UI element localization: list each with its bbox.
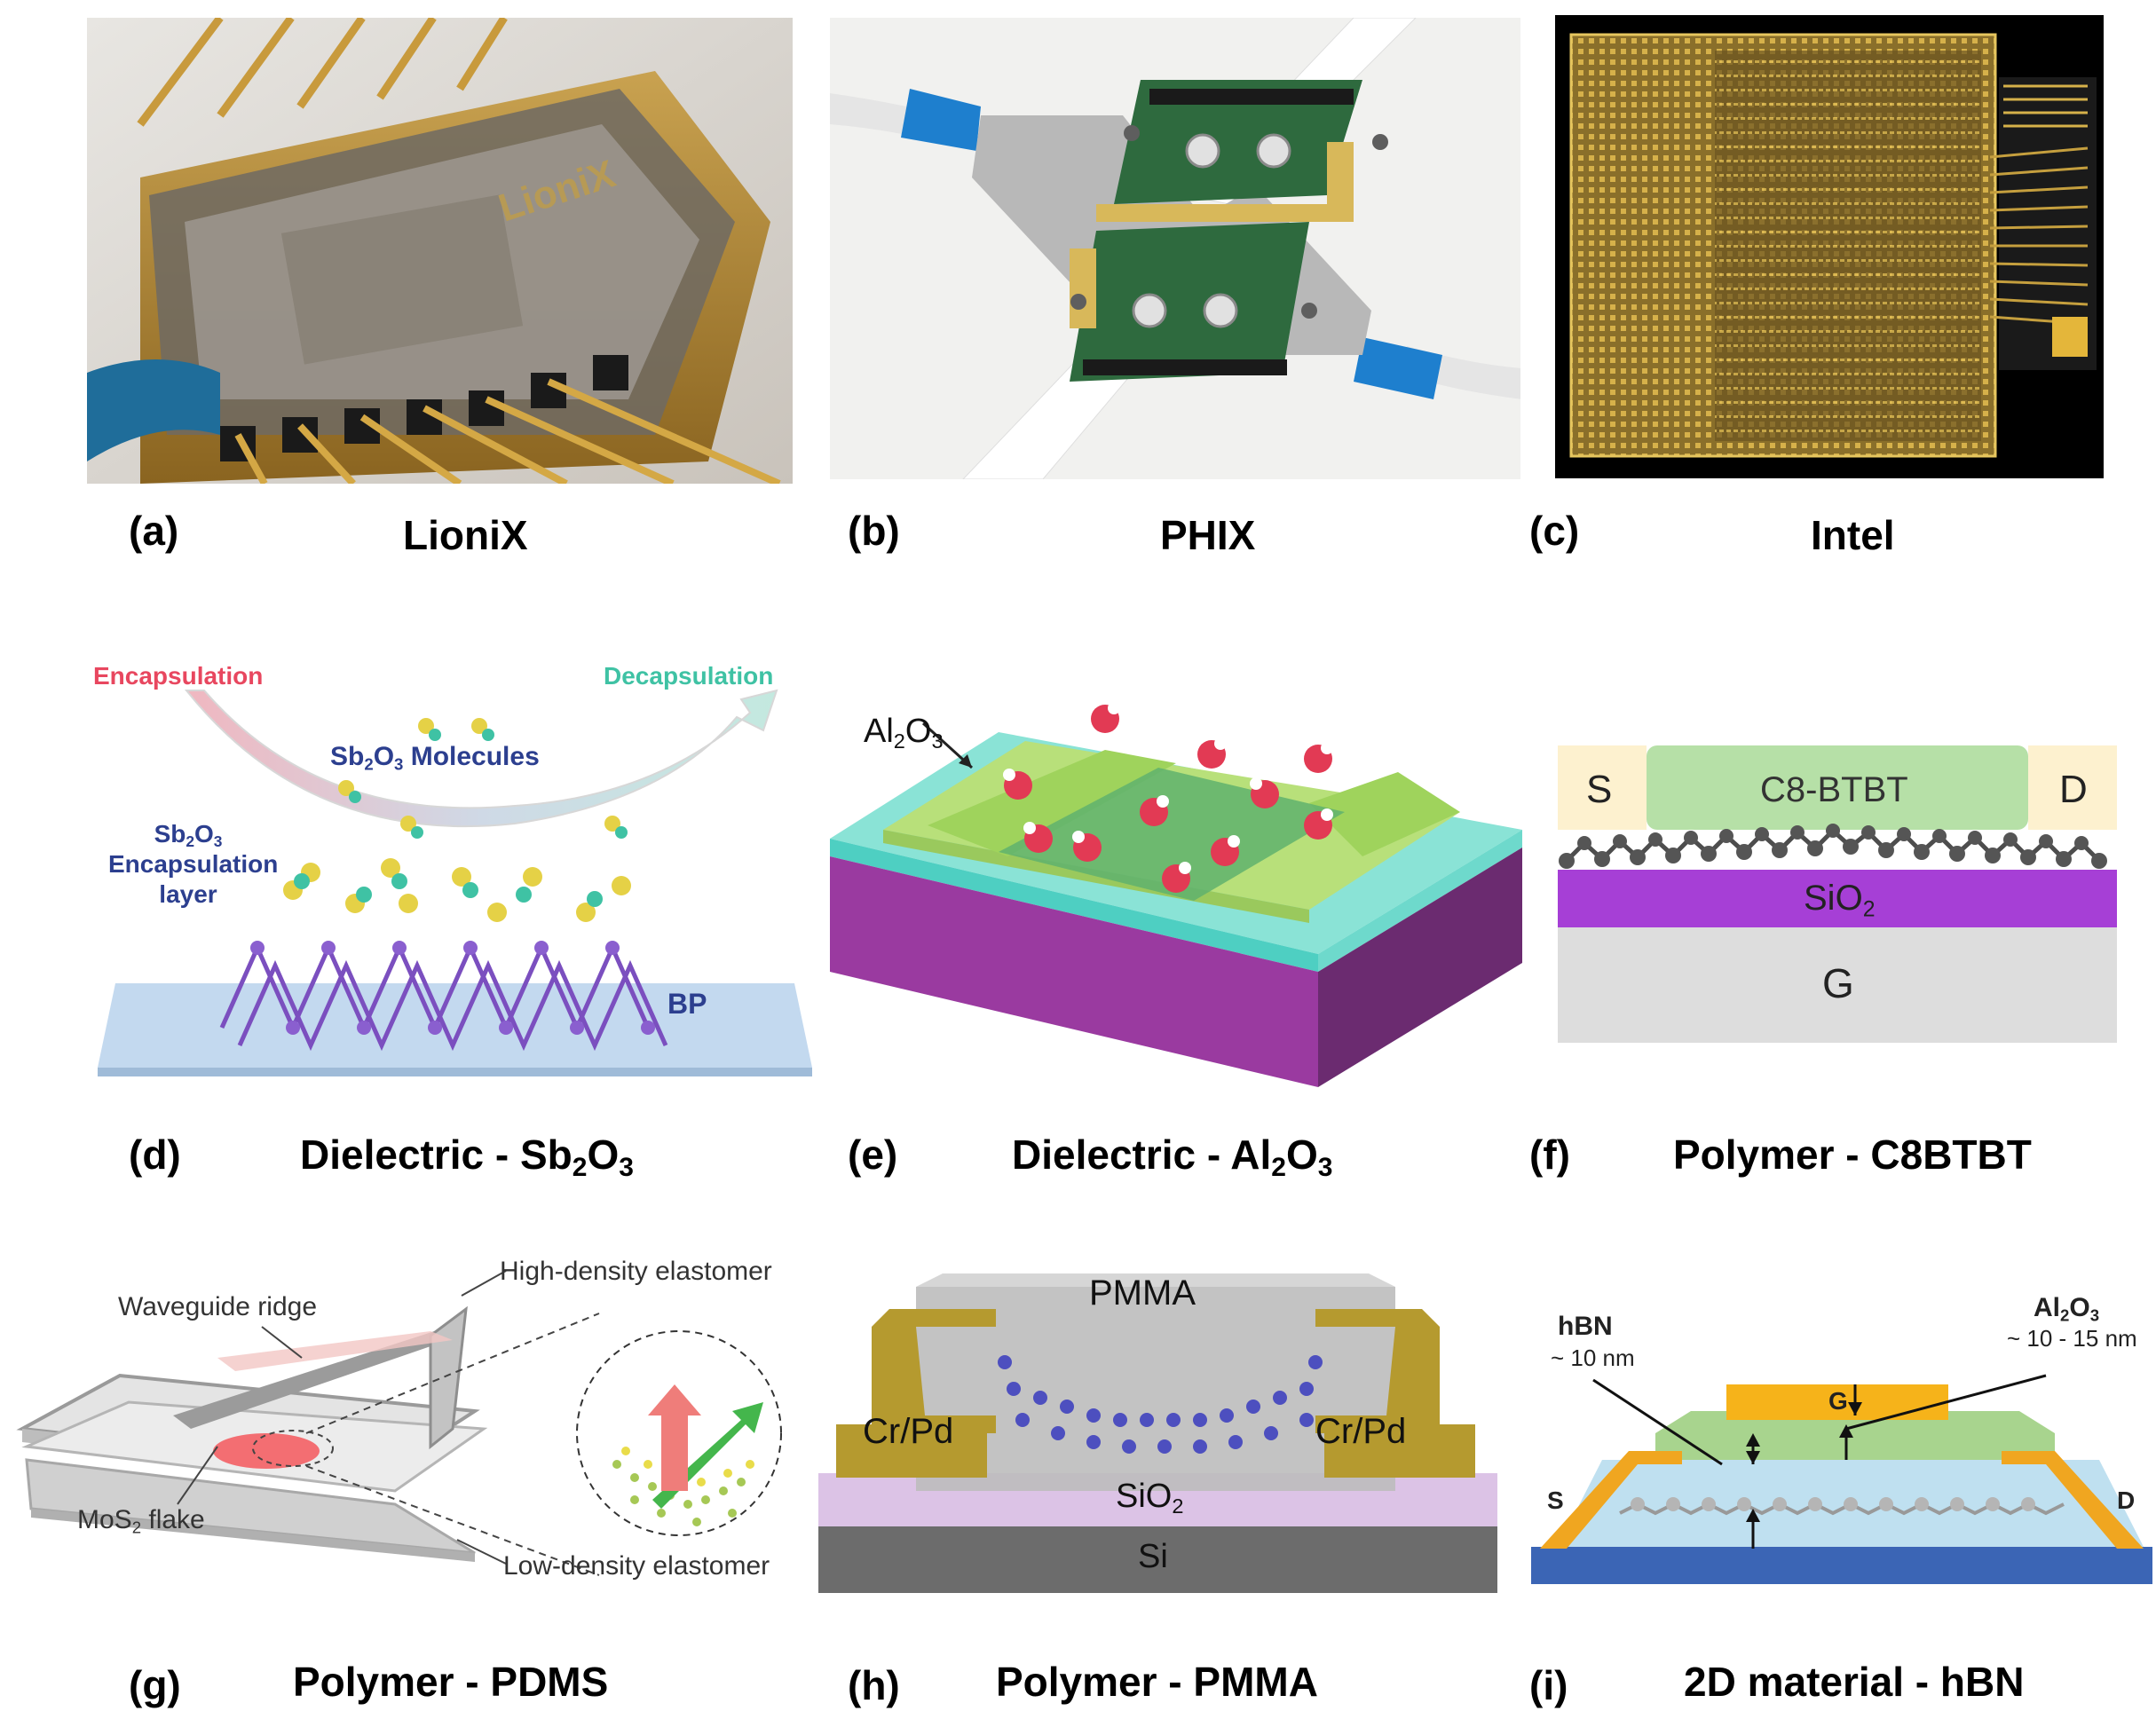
photo-phix-module: [830, 18, 1520, 479]
panel-f-letter: (f): [1529, 1132, 1570, 1178]
panel-d-title: Dielectric - Sb2O3: [300, 1132, 634, 1182]
panel-g-title: Polymer - PDMS: [293, 1659, 609, 1705]
panel-c-title: Intel: [1811, 512, 1895, 558]
encapsulation-layer-label: Sb2O3 Encapsulation layer: [108, 820, 279, 908]
encapsulation-label: Encapsulation: [93, 662, 264, 690]
panel-h-letter: (h): [848, 1662, 900, 1708]
al2o3-thickness-value: ~ 10 - 15 nm: [2007, 1325, 2137, 1352]
high-density-elastomer-label: High-density elastomer: [500, 1260, 772, 1286]
panel-i-title: 2D material - hBN: [1684, 1659, 2025, 1705]
sio2-layer-label: SiO2: [1116, 1478, 1184, 1518]
sb2o3-molecules-label: Sb2O3 Molecules: [330, 742, 540, 774]
panel-f-title: Polymer - C8BTBT: [1673, 1132, 2032, 1178]
panel-c-letter: (c): [1529, 508, 1580, 554]
panel-e-title: Dielectric - Al2O3: [1012, 1132, 1333, 1182]
diagram-hbn-transistor: hBN ~ 10 nm Al2O3 ~ 10 - 15 nm G S D: [1531, 1291, 2152, 1584]
drain-label: D: [2117, 1486, 2136, 1514]
drain-label: D: [2059, 768, 2088, 811]
al2o3-label: Al2O3: [864, 713, 944, 753]
mos2-flake-label: MoS2 flake: [77, 1505, 205, 1537]
panel-e-letter: (e): [848, 1132, 898, 1178]
panel-b-title: PHIX: [1160, 512, 1256, 558]
source-label: S: [1547, 1486, 1564, 1514]
panel-a-letter: (a): [129, 508, 179, 554]
diagram-pdms-waveguide: High-density elastomer Waveguide ridge M…: [13, 1260, 803, 1615]
cr-pd-right-label: Cr/Pd: [1315, 1412, 1407, 1451]
panel-h-title: Polymer - PMMA: [996, 1659, 1318, 1705]
panel-a-title: LioniX: [403, 512, 528, 558]
al2o3-thickness-label: Al2O3: [2034, 1293, 2100, 1325]
hbn-thickness-label: ~ 10 nm: [1551, 1344, 1635, 1371]
channel-label: C8-BTBT: [1760, 770, 1908, 809]
diagram-c8btbt-transistor: S C8-BTBT D SiO2 G: [1558, 745, 2117, 1043]
panel-i-letter: (i): [1529, 1662, 1568, 1708]
panel-g-letter: (g): [129, 1662, 181, 1708]
diagram-al2o3-device: Al2O3: [821, 679, 1536, 1087]
panel-d-letter: (d): [129, 1132, 181, 1178]
waveguide-ridge-label: Waveguide ridge: [118, 1292, 318, 1321]
panel-b-letter: (b): [848, 508, 900, 554]
diagram-sb2o3-encapsulation: Encapsulation Decapsulation Sb2O3 Molecu…: [89, 655, 812, 1085]
photo-lionix-module: LioniX: [87, 18, 793, 484]
pmma-label: PMMA: [1089, 1273, 1196, 1313]
sio2-label: SiO2: [1804, 879, 1876, 922]
si-label: Si: [1138, 1538, 1168, 1575]
source-label: S: [1586, 768, 1613, 811]
hbn-label: hBN: [1558, 1312, 1613, 1341]
diagram-pmma-device: PMMA Cr/Pd Cr/Pd SiO2 Si: [818, 1273, 1497, 1593]
gate-label: G: [1822, 960, 1854, 1006]
photo-intel-chip: [1555, 15, 2104, 478]
gate-label: G: [1828, 1387, 1848, 1415]
bp-label: BP: [667, 988, 707, 1020]
decapsulation-label: Decapsulation: [604, 662, 774, 690]
cr-pd-left-label: Cr/Pd: [863, 1412, 954, 1451]
low-density-elastomer-label: Low-density elastomer: [503, 1551, 770, 1581]
